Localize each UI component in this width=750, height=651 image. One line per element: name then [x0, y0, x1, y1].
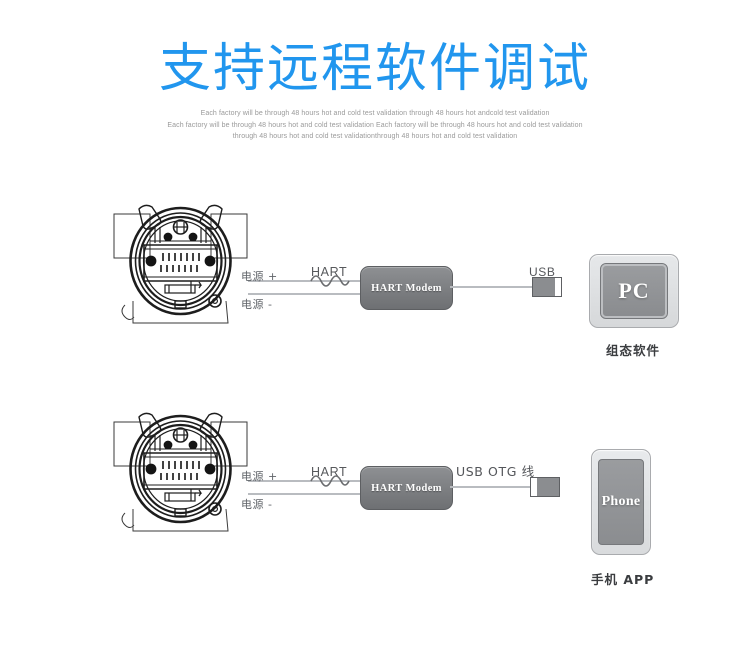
usb-cable-label: USB [529, 265, 556, 279]
phone-screen-label: Phone [601, 494, 641, 509]
pc-monitor: PC [589, 254, 679, 328]
phone-caption: 手机 APP [591, 572, 655, 587]
hart-coil-icon [309, 273, 353, 294]
page-header: 支持远程软件调试 Each factory will be through 48… [0, 0, 750, 143]
wire-modem-to-otg [450, 486, 536, 488]
hart-coil-icon [309, 473, 353, 494]
wire-power-minus [248, 293, 362, 295]
page-title: 支持远程软件调试 [158, 39, 591, 99]
hart-label: HART [311, 265, 348, 279]
wire-modem-to-usb [450, 286, 534, 288]
hart-label: HART [311, 465, 348, 479]
hart-modem-label: HART Modem [371, 282, 442, 294]
hart-modem-label: HART Modem [371, 482, 442, 494]
pc-screen-label: PC [618, 278, 650, 303]
pc-caption: 组态软件 [605, 343, 660, 358]
subtitle-line-3: through 48 hours hot and cold test valid… [232, 133, 518, 141]
page-subtitle: Each factory will be through 48 hours ho… [0, 97, 750, 143]
phone-screen: Phone [598, 459, 644, 545]
pc-screen: PC [600, 263, 668, 319]
diagram-phone-connection: 电源 + 电源 - HART HART Modem USB OTG 线 Phon… [0, 397, 750, 597]
wire-power-minus [248, 493, 362, 495]
usb-otg-cable-label: USB OTG 线 [456, 464, 535, 479]
usb-connector-icon [532, 276, 562, 297]
power-minus-label: 电源 - [241, 498, 273, 511]
wire-power-plus [248, 480, 362, 482]
diagram-pc-connection: 电源 + 电源 - HART HART Modem USB PC 组态软件 [0, 197, 750, 377]
usb-otg-connector-icon [530, 476, 560, 497]
hart-modem-box: HART Modem [360, 266, 453, 310]
power-plus-label: 电源 + [241, 270, 278, 283]
hart-modem-box: HART Modem [360, 466, 453, 510]
subtitle-line-2: Each factory will be through 48 hours ho… [167, 121, 583, 129]
wire-power-plus [248, 280, 362, 282]
subtitle-line-1: Each factory will be through 48 hours ho… [200, 110, 550, 118]
power-plus-label: 电源 + [241, 470, 278, 483]
phone-device: Phone [591, 449, 651, 555]
power-minus-label: 电源 - [241, 298, 273, 311]
transmitter-device-drawing [103, 197, 258, 332]
transmitter-device-drawing [103, 405, 258, 540]
